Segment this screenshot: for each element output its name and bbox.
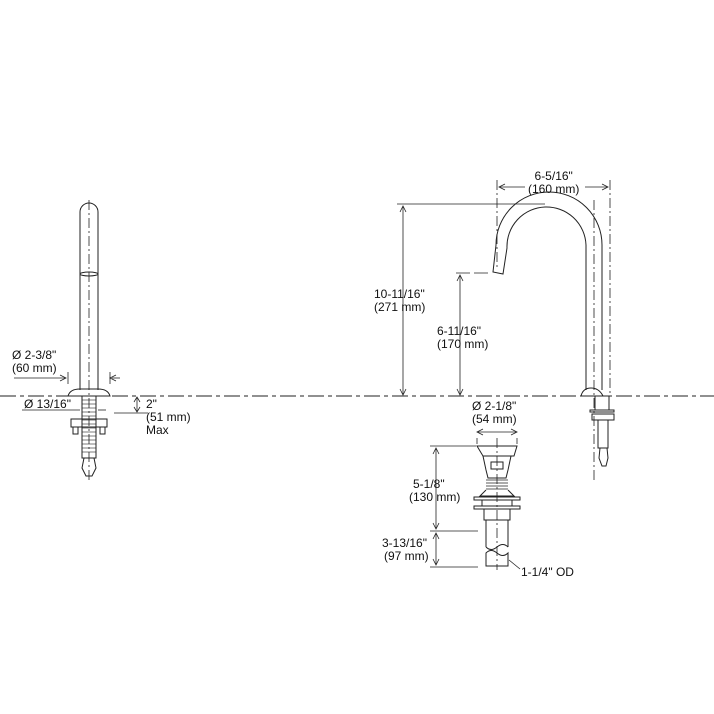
deck-thickness-mm: (51 mm) [146,410,191,424]
spout-clearance-mm: (170 mm) [437,337,489,351]
tailpiece-length-in: 3-13/16" [382,536,427,550]
tailpiece-length-mm: (97 mm) [384,549,429,563]
side-view-faucet [67,200,111,480]
drain-flange-in: Ø 2-1/8" [472,399,517,413]
body-diameter-mm: (60 mm) [12,361,57,375]
deck-thickness-note: Max [146,423,169,437]
overall-height-mm: (271 mm) [374,300,426,314]
front-view-faucet [492,191,615,480]
reach-in: 6-5/16" [534,169,573,183]
drain-assembly [473,438,521,570]
tailpiece-length-label: 3-13/16" (97 mm) [382,537,429,563]
drain-flange-label: Ø 2-1/8" (54 mm) [472,400,517,426]
spout-clearance-label: 6-11/16" (170 mm) [437,325,488,351]
deck-thickness-label: 2" (51 mm) Max [146,398,191,437]
spout-clearance-in: 6-11/16" [437,324,482,338]
front-view-dimensions [397,180,611,396]
tailpiece-od-label: 1-1/4" OD [521,565,574,579]
body-diameter-label: Ø 2-3/8" (60 mm) [12,349,57,375]
overall-height-label: 10-11/16" (271 mm) [374,288,425,314]
drain-dimensions [430,428,521,570]
drain-body-length-in: 5-1/8" [413,477,445,491]
drain-flange-mm: (54 mm) [472,412,517,426]
body-diameter-in: Ø 2-3/8" [12,348,57,362]
side-view-dimensions [14,372,148,414]
drain-body-length-mm: (130 mm) [409,490,461,504]
drain-body-length-label: 5-1/8" (130 mm) [409,478,460,504]
shank-diameter-label: Ø 13/16" [24,397,71,411]
overall-height-in: 10-11/16" [374,287,425,301]
deck-thickness-in: 2" [146,397,157,411]
reach-mm: (160 mm) [528,182,580,196]
reach-label: 6-5/16" (160 mm) [528,170,579,196]
